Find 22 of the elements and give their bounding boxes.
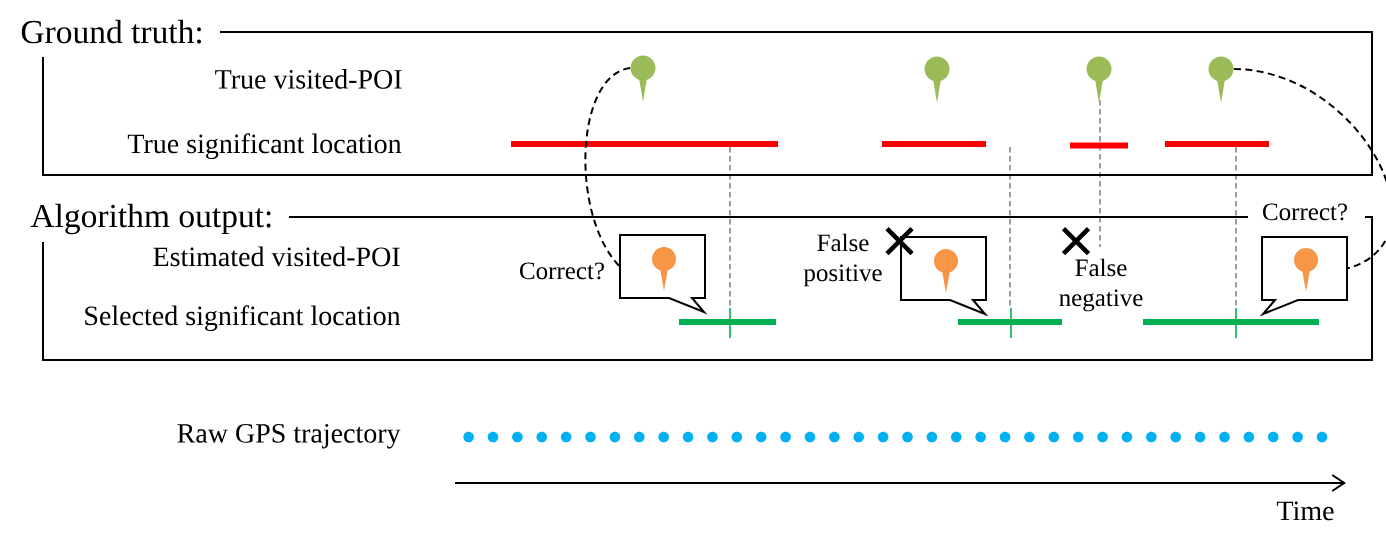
axis-label: Time	[1276, 501, 1334, 521]
row-label: True visited-POI	[215, 69, 402, 89]
row-label: Raw GPS trajectory	[177, 423, 401, 449]
map-pin	[1086, 56, 1112, 103]
map-pin	[630, 55, 656, 102]
row-label: True significant location	[127, 133, 402, 160]
row-label: Selected significant location	[85, 305, 401, 332]
map-pin	[924, 56, 950, 103]
row-label: Estimated visited-POI	[153, 246, 400, 267]
curved-connector	[584, 67, 632, 268]
map-pin	[934, 249, 958, 293]
edge-label: Correct?	[517, 260, 608, 282]
map-pin	[1208, 56, 1234, 103]
speech-bubble	[1259, 236, 1348, 317]
speech-bubble	[619, 234, 708, 315]
edge-label: Correct?	[1260, 201, 1351, 223]
curved-connector	[1232, 68, 1386, 270]
annotation: False positive	[803, 233, 882, 287]
map-pin	[652, 247, 676, 291]
speech-bubble	[900, 236, 989, 317]
annotation: False negative	[1059, 258, 1143, 312]
map-pin	[1294, 248, 1318, 292]
